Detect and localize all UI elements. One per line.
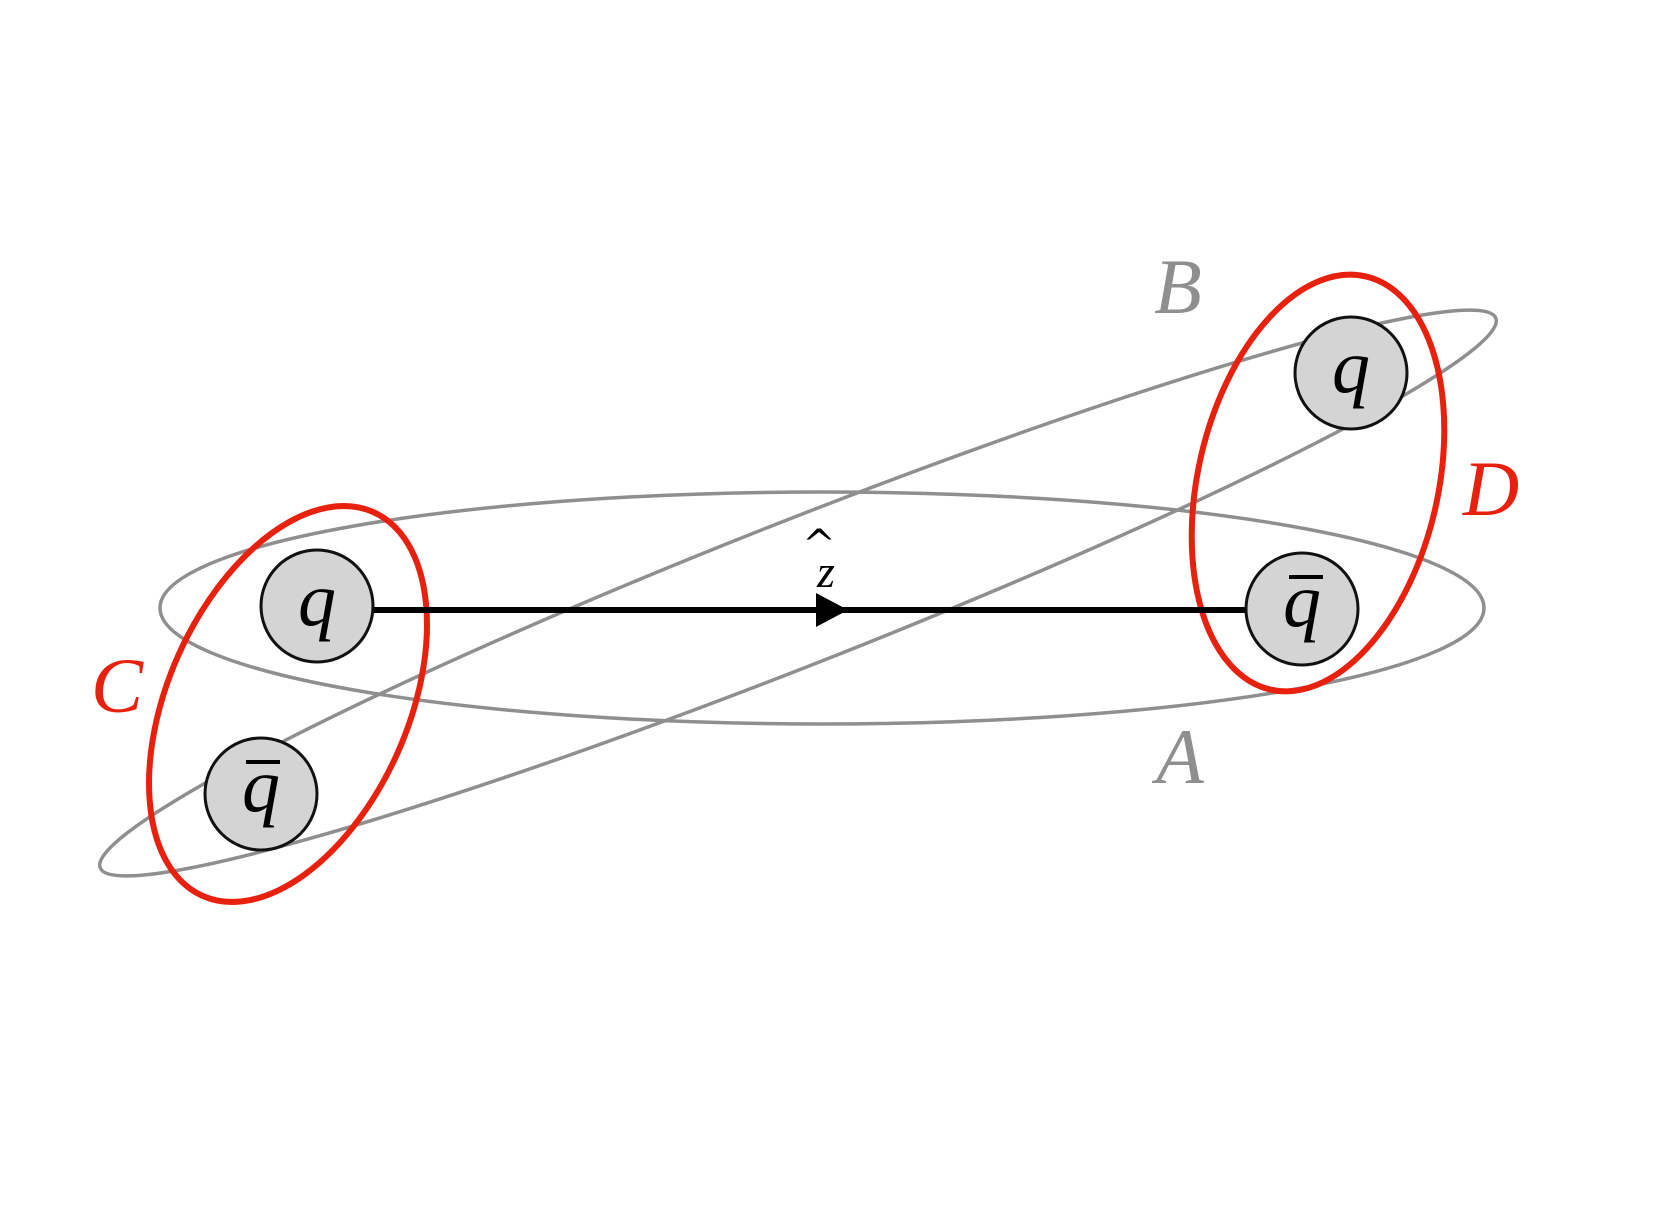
label-d: D <box>1462 445 1519 532</box>
label-b: B <box>1154 243 1202 330</box>
loop-a <box>158 490 1486 726</box>
particle-left-antiquark: q <box>203 736 319 852</box>
particle-right-quark-label: q <box>1332 325 1370 409</box>
label-c: C <box>91 642 144 729</box>
particle-left-antiquark-circle <box>203 736 319 852</box>
label-a: A <box>1151 713 1204 800</box>
particle-left-quark-label: q <box>298 558 336 642</box>
particle-right-quark: q <box>1293 315 1409 431</box>
particle-left-quark: q <box>259 548 375 664</box>
particle-left-antiquark-label: q <box>242 744 280 828</box>
particle-right-antiquark: q <box>1244 551 1360 667</box>
loop-d <box>1188 271 1448 695</box>
particle-left-quark-circle <box>259 548 375 664</box>
particle-right-quark-circle <box>1293 315 1409 431</box>
loop-c <box>146 503 430 905</box>
loop-b <box>97 308 1499 878</box>
axis-hat: ^ <box>802 522 836 568</box>
particle-right-antiquark-circle <box>1244 551 1360 667</box>
axis-arrowhead <box>816 593 848 627</box>
axis-label: z <box>816 546 835 597</box>
particle-right-antiquark-label: q <box>1283 559 1321 643</box>
